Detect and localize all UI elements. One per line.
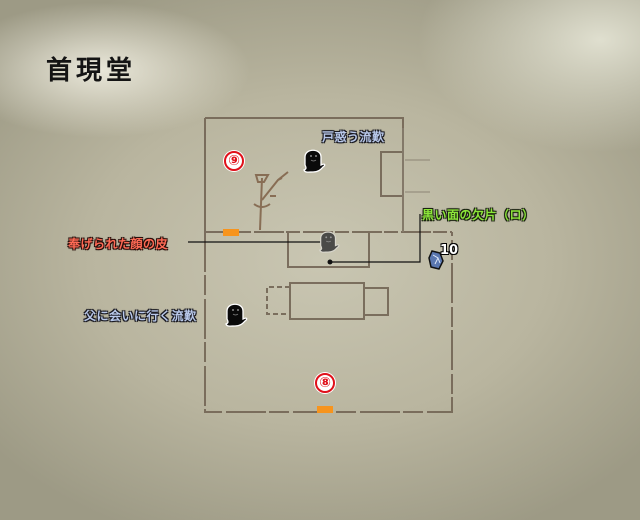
crystal-item-icon[interactable]: [427, 249, 445, 271]
map-title: 首現堂: [46, 56, 137, 86]
shrine-box: [287, 232, 370, 268]
marker-8[interactable]: ⑧: [315, 373, 335, 393]
altar-table: [289, 282, 365, 320]
npc-label-upper: 戸惑う流歎: [322, 130, 385, 144]
npc-label-lower: 父に会いに行く流歎: [84, 309, 197, 323]
marker-9[interactable]: ⑨: [224, 151, 244, 171]
leader-line-green: [330, 214, 421, 263]
upper-room-alcove: [380, 151, 403, 197]
door-upper[interactable]: [223, 229, 239, 236]
coat-stand-sketch: [253, 171, 289, 231]
ghost-npc-lower-icon[interactable]: [223, 299, 249, 329]
ghost-npc-upper-icon[interactable]: [301, 145, 327, 175]
item-number: 10: [440, 243, 459, 258]
altar-left: [266, 286, 290, 315]
item-label-green: 黒い面の欠片（ロ）: [422, 208, 535, 222]
ghost-shrine-icon[interactable]: [317, 227, 341, 255]
door-lower[interactable]: [317, 406, 333, 413]
leader-dot: [327, 259, 333, 265]
item-label-red: 奉げられた顔の皮: [68, 237, 169, 251]
altar-right: [364, 287, 389, 316]
